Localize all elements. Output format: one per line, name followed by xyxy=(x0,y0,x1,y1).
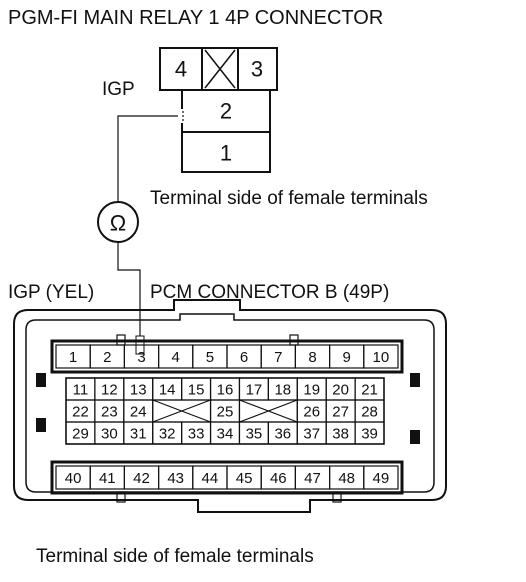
pcm-terminal-1: 1 xyxy=(69,349,77,366)
pcm-terminal-38: 38 xyxy=(332,426,349,443)
pcm-terminal-27: 27 xyxy=(332,404,349,421)
pcm-terminal-cell xyxy=(363,465,399,490)
pcm-terminal-16: 16 xyxy=(217,382,234,399)
pcm-terminal-41: 41 xyxy=(99,470,116,487)
pcm-terminal-17: 17 xyxy=(246,382,263,399)
pcm-terminal-25: 25 xyxy=(217,404,234,421)
pcm-terminal-13: 13 xyxy=(130,382,147,399)
pcm-terminal-21: 21 xyxy=(361,382,378,399)
pcm-terminal-30: 30 xyxy=(101,426,118,443)
pcm-terminal-cell xyxy=(354,421,385,445)
pcm-terminal-14: 14 xyxy=(159,382,176,399)
relay-pin-4: 4 xyxy=(175,57,187,82)
pcm-terminal-31: 31 xyxy=(130,426,147,443)
pcm-terminal-cell xyxy=(363,344,399,369)
pcm-terminal-32: 32 xyxy=(159,426,176,443)
pcm-blank-cell xyxy=(152,399,212,423)
pcm-caption: Terminal side of female terminals xyxy=(36,546,314,567)
probe-wires xyxy=(117,109,188,355)
pcm-terminal-45: 45 xyxy=(236,470,253,487)
pcm-terminal-35: 35 xyxy=(246,426,263,443)
ohm-meter-circle xyxy=(97,201,139,243)
pcm-terminal-34: 34 xyxy=(217,426,234,443)
relay-pin-3: 3 xyxy=(251,57,263,82)
pcm-terminal-15: 15 xyxy=(188,382,205,399)
pcm-terminal-19: 19 xyxy=(303,382,320,399)
pcm-terminal-36: 36 xyxy=(274,426,291,443)
pcm-terminal-23: 23 xyxy=(101,404,118,421)
pcm-terminal-9: 9 xyxy=(343,349,351,366)
relay-connector-title: PGM-FI MAIN RELAY 1 4P CONNECTOR xyxy=(8,7,383,29)
pcm-terminal-22: 22 xyxy=(72,404,89,421)
pcm-terminal-47: 47 xyxy=(304,470,321,487)
pcm-terminal-48: 48 xyxy=(338,470,355,487)
relay-caption: Terminal side of female terminals xyxy=(150,188,428,209)
pcm-terminal-39: 39 xyxy=(361,426,378,443)
pcm-blank-cell xyxy=(238,399,298,423)
pcm-terminal-28: 28 xyxy=(361,404,378,421)
pcm-terminal-44: 44 xyxy=(202,470,219,487)
pcm-terminal-43: 43 xyxy=(167,470,184,487)
pcm-terminal-11: 11 xyxy=(73,382,89,399)
pcm-terminal-5: 5 xyxy=(206,349,214,366)
pcm-terminal-6: 6 xyxy=(240,349,248,366)
pcm-connector-housing xyxy=(13,299,447,513)
pcm-terminal-3: 3 xyxy=(137,349,145,366)
relay-connector: 4 3 2 1 xyxy=(159,47,278,173)
relay-pin-1: 1 xyxy=(220,141,232,166)
pcm-terminal-20: 20 xyxy=(332,382,349,399)
pcm-terminal-12: 12 xyxy=(101,382,118,399)
pcm-terminal-49: 49 xyxy=(373,470,390,487)
pcm-terminal-40: 40 xyxy=(65,470,82,487)
relay-igp-label: IGP xyxy=(102,79,135,100)
pcm-terminal-7: 7 xyxy=(274,349,282,366)
pcm-igp-label: IGP (YEL) xyxy=(8,282,94,303)
pcm-blank-cross xyxy=(152,399,211,423)
pcm-terminal-10: 10 xyxy=(373,349,390,366)
ohm-icon: Ω xyxy=(110,211,126,236)
pcm-terminal-8: 8 xyxy=(308,349,316,366)
pcm-row-frame xyxy=(50,339,404,374)
pcm-terminal-33: 33 xyxy=(188,426,205,443)
ohmmeter: Ω xyxy=(97,201,139,243)
pcm-terminal-2: 2 xyxy=(103,349,111,366)
pcm-terminal-29: 29 xyxy=(72,426,89,443)
pcm-terminal-37: 37 xyxy=(303,426,320,443)
pcm-terminal-26: 26 xyxy=(303,404,320,421)
pcm-terminal-46: 46 xyxy=(270,470,287,487)
pcm-terminal-42: 42 xyxy=(133,470,150,487)
pcm-terminal-24: 24 xyxy=(130,404,147,421)
pcm-terminal-18: 18 xyxy=(274,382,291,399)
pcm-row-frame xyxy=(50,460,404,495)
pcm-connector-title: PCM CONNECTOR B (49P) xyxy=(150,282,389,303)
pcm-terminal-4: 4 xyxy=(172,349,180,366)
pcm-blank-cross xyxy=(239,399,298,423)
relay-pin-2: 2 xyxy=(220,99,232,124)
